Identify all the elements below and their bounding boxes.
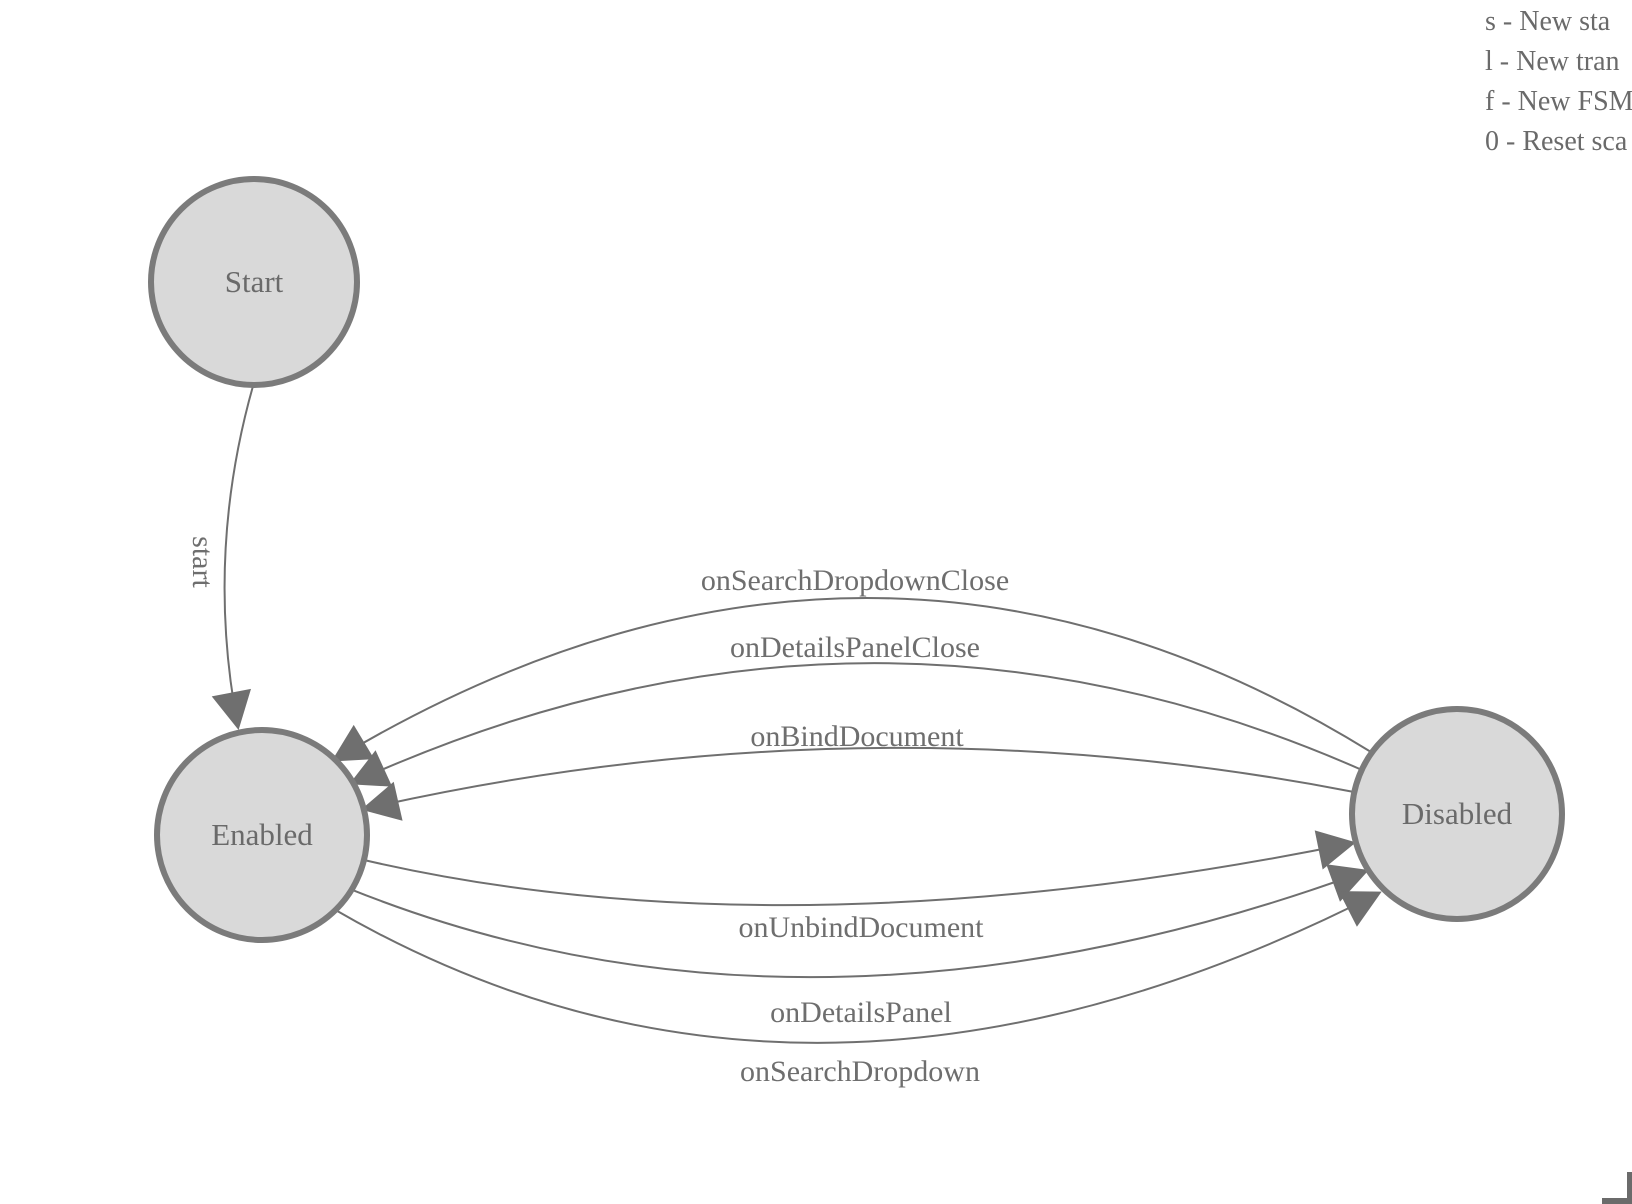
legend-line-new-fsm: f - New FSM [1485, 86, 1632, 117]
legend-line-new-state: s - New sta [1485, 6, 1611, 37]
state-node-enabled[interactable] [154, 727, 370, 943]
arrowhead-icon [211, 688, 252, 730]
transition-label-onSearchDropdownClose[interactable]: onSearchDropdownClose [701, 564, 1009, 597]
transition-label-onUnbindDocument[interactable]: onUnbindDocument [739, 911, 985, 944]
state-label-start: Start [225, 264, 284, 299]
arrowhead-icon [1326, 864, 1369, 902]
state-node-disabled[interactable] [1349, 706, 1565, 922]
arrowhead-icon [349, 750, 393, 787]
canvas-corner-icon [1602, 1198, 1632, 1204]
arrowhead-icon [331, 724, 375, 762]
transition-edge-onDetailsPanelClose[interactable] [351, 662, 1363, 784]
state-label-disabled: Disabled [1402, 796, 1513, 831]
legend-line-new-transition: l - New tran [1485, 46, 1620, 77]
transition-edge-start[interactable] [223, 385, 254, 728]
state-label-enabled: Enabled [211, 817, 313, 852]
canvas-corner-icon [1627, 1172, 1632, 1204]
transition-edge-onSearchDropdownClose[interactable] [333, 597, 1372, 761]
shortcut-legend: s - New sta l - New tran f - New FSM 0 -… [1485, 2, 1632, 162]
arrowhead-icon [1338, 891, 1382, 927]
transition-edge-onDetailsPanel[interactable] [344, 870, 1367, 979]
transition-label-onDetailsPanelClose[interactable]: onDetailsPanelClose [730, 631, 980, 664]
transition-edge-onUnbindDocument[interactable] [363, 842, 1354, 907]
transition-label-onBindDocument[interactable]: onBindDocument [750, 720, 964, 753]
transition-label-onDetailsPanel[interactable]: onDetailsPanel [770, 996, 952, 1029]
legend-line-reset: 0 - Reset sca [1485, 126, 1628, 157]
arrowhead-icon [1314, 830, 1356, 870]
state-node-start[interactable] [148, 176, 360, 388]
transition-edge-onBindDocument[interactable] [363, 746, 1355, 810]
transition-edge-onSearchDropdown[interactable] [331, 892, 1380, 1044]
arrowhead-icon [361, 781, 403, 821]
transition-label-start[interactable]: start [186, 536, 219, 588]
transition-label-onSearchDropdown[interactable]: onSearchDropdown [740, 1055, 980, 1088]
